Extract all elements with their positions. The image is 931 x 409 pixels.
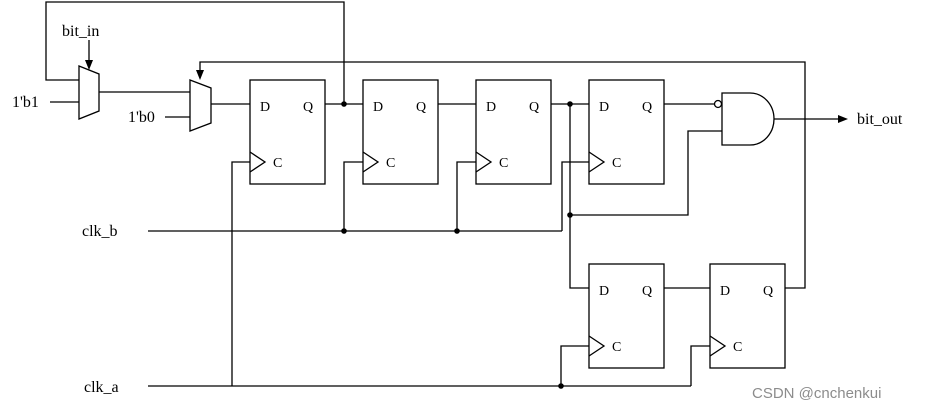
- bit-out-label: bit_out: [857, 111, 903, 128]
- const-0-label: 1'b0: [128, 109, 155, 126]
- ff6-q-pin: Q: [763, 284, 773, 299]
- bit-in-label: bit_in: [62, 23, 99, 40]
- flip-flop-4: D Q C: [588, 79, 665, 185]
- ff5-c-pin: C: [612, 340, 621, 355]
- ff5-q-pin: Q: [642, 284, 652, 299]
- clk-b-label: clk_b: [82, 223, 118, 240]
- flip-flop-1: D Q C: [249, 79, 326, 185]
- ff2-c-pin: C: [386, 156, 395, 171]
- ff4-q-pin: Q: [642, 100, 652, 115]
- ff6-d-pin: D: [720, 284, 730, 299]
- ff4-c-pin: C: [612, 156, 621, 171]
- ff1-d-pin: D: [260, 100, 270, 115]
- clk-a-label: clk_a: [84, 379, 119, 396]
- ff4-d-pin: D: [599, 100, 609, 115]
- ff1-q-pin: Q: [303, 100, 313, 115]
- flip-flop-3: D Q C: [475, 79, 552, 185]
- and-gate: [713, 92, 775, 146]
- flip-flop-2: D Q C: [362, 79, 439, 185]
- mux-2: [189, 79, 212, 132]
- flip-flop-5: D Q C: [588, 263, 665, 369]
- flip-flop-6: D Q C: [709, 263, 786, 369]
- ff6-c-pin: C: [733, 340, 742, 355]
- inverter-bubble: [713, 99, 723, 109]
- ff5-d-pin: D: [599, 284, 609, 299]
- const-1-label: 1'b1: [12, 94, 39, 111]
- ff1-c-pin: C: [273, 156, 282, 171]
- watermark: CSDN @cnchenkui: [752, 385, 881, 402]
- wires: [45, 1, 848, 389]
- ff3-c-pin: C: [499, 156, 508, 171]
- ff3-d-pin: D: [486, 100, 496, 115]
- mux-1: [78, 65, 100, 120]
- ff3-q-pin: Q: [529, 100, 539, 115]
- ff2-d-pin: D: [373, 100, 383, 115]
- ff2-q-pin: Q: [416, 100, 426, 115]
